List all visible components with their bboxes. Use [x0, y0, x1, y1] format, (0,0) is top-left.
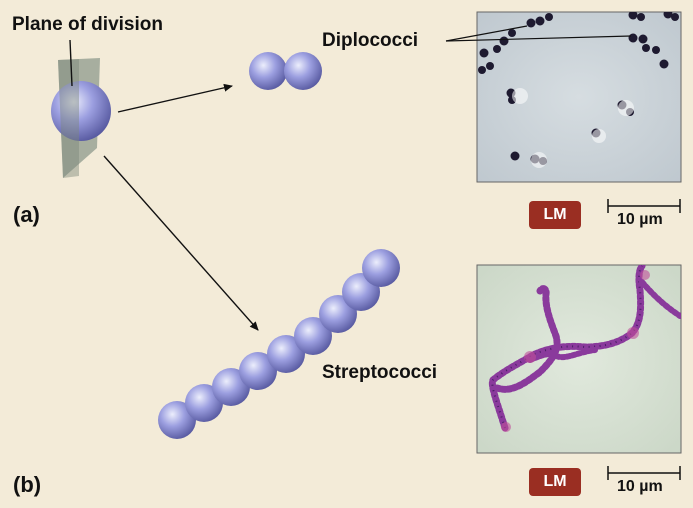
diplococci-label: Diplococci — [322, 30, 419, 51]
diplococci-leader-1 — [445, 25, 528, 42]
scale-label-b: 10 µm — [617, 478, 663, 495]
streptococci-model — [158, 249, 400, 439]
scale-label-a: 10 µm — [617, 211, 663, 228]
scale-bar-a — [607, 199, 681, 213]
lm-badge-b: LM — [529, 468, 581, 496]
streptococci-label: Streptococci — [322, 362, 438, 383]
scale-bar-b — [607, 466, 681, 480]
plane-of-division-illustration — [51, 58, 111, 178]
panel-label-a: (a) — [13, 202, 40, 227]
arrow-to-diplococci — [117, 83, 233, 113]
lm-badge-a: LM — [529, 201, 581, 229]
diplococci-model — [249, 52, 322, 90]
plane-label-leader — [69, 39, 73, 87]
diplococci-micrograph — [476, 11, 682, 183]
plane-of-division-label: Plane of division — [12, 14, 163, 35]
diplococci-leader-2 — [445, 35, 632, 42]
streptococci-micrograph — [476, 264, 682, 454]
arrow-to-streptococci — [103, 155, 259, 331]
panel-label-b: (b) — [13, 472, 42, 497]
